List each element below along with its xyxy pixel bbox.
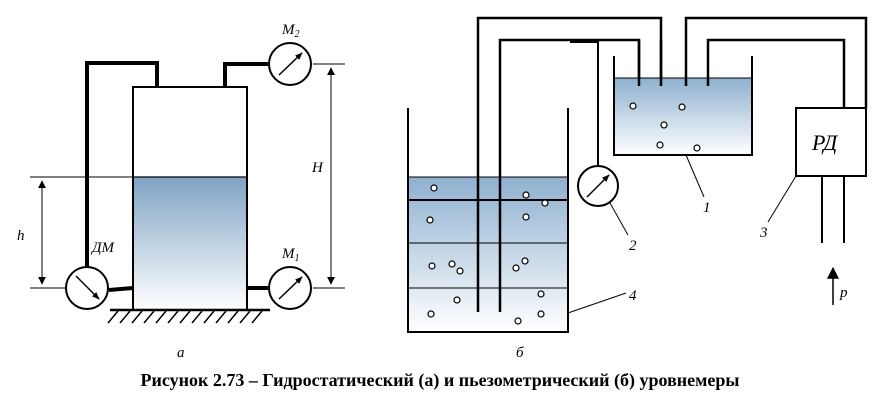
bubbles-large-vessel <box>426 184 549 325</box>
rd-tube <box>684 16 868 108</box>
vessel-b <box>407 108 569 333</box>
panel-b-sublabel: б <box>516 345 524 361</box>
tank-a-liquid <box>133 177 247 310</box>
callout-4: 4 <box>629 288 637 304</box>
callout-3: 3 <box>759 225 768 241</box>
bubbles-small-vessel <box>629 102 701 152</box>
small-vessel-liquid <box>614 78 752 155</box>
vessel-b-liquid <box>408 177 568 332</box>
dm-gauge-icon <box>65 266 109 310</box>
ground-hatch <box>107 308 270 324</box>
rd-block <box>795 107 867 177</box>
m1-gauge-icon <box>268 266 312 310</box>
H-label: H <box>311 160 324 176</box>
gauge2-line <box>570 41 599 166</box>
m2-gauge-icon <box>268 42 312 86</box>
rd-label: РД <box>811 130 838 155</box>
m1-label: М1 <box>281 246 300 264</box>
m2-impulse-line <box>223 62 268 87</box>
panel-a-sublabel: а <box>177 345 185 361</box>
callout-1: 1 <box>703 200 711 216</box>
panel-a-hydrostatic: h H ДМ М1 М2 а <box>17 22 345 361</box>
h-label: h <box>17 228 25 244</box>
small-vessel <box>613 56 753 156</box>
figure-caption: Рисунок 2.73 – Гидростатический (а) и пь… <box>140 370 740 390</box>
dm-impulse-line <box>85 61 159 268</box>
gauge-2-icon <box>577 165 619 207</box>
p-label: p <box>839 285 848 301</box>
m2-label: М2 <box>281 22 300 40</box>
callout-2: 2 <box>629 238 637 254</box>
panel-b-piezometric: РД p 1 2 3 4 б <box>407 16 868 361</box>
dm-label: ДМ <box>90 240 116 256</box>
